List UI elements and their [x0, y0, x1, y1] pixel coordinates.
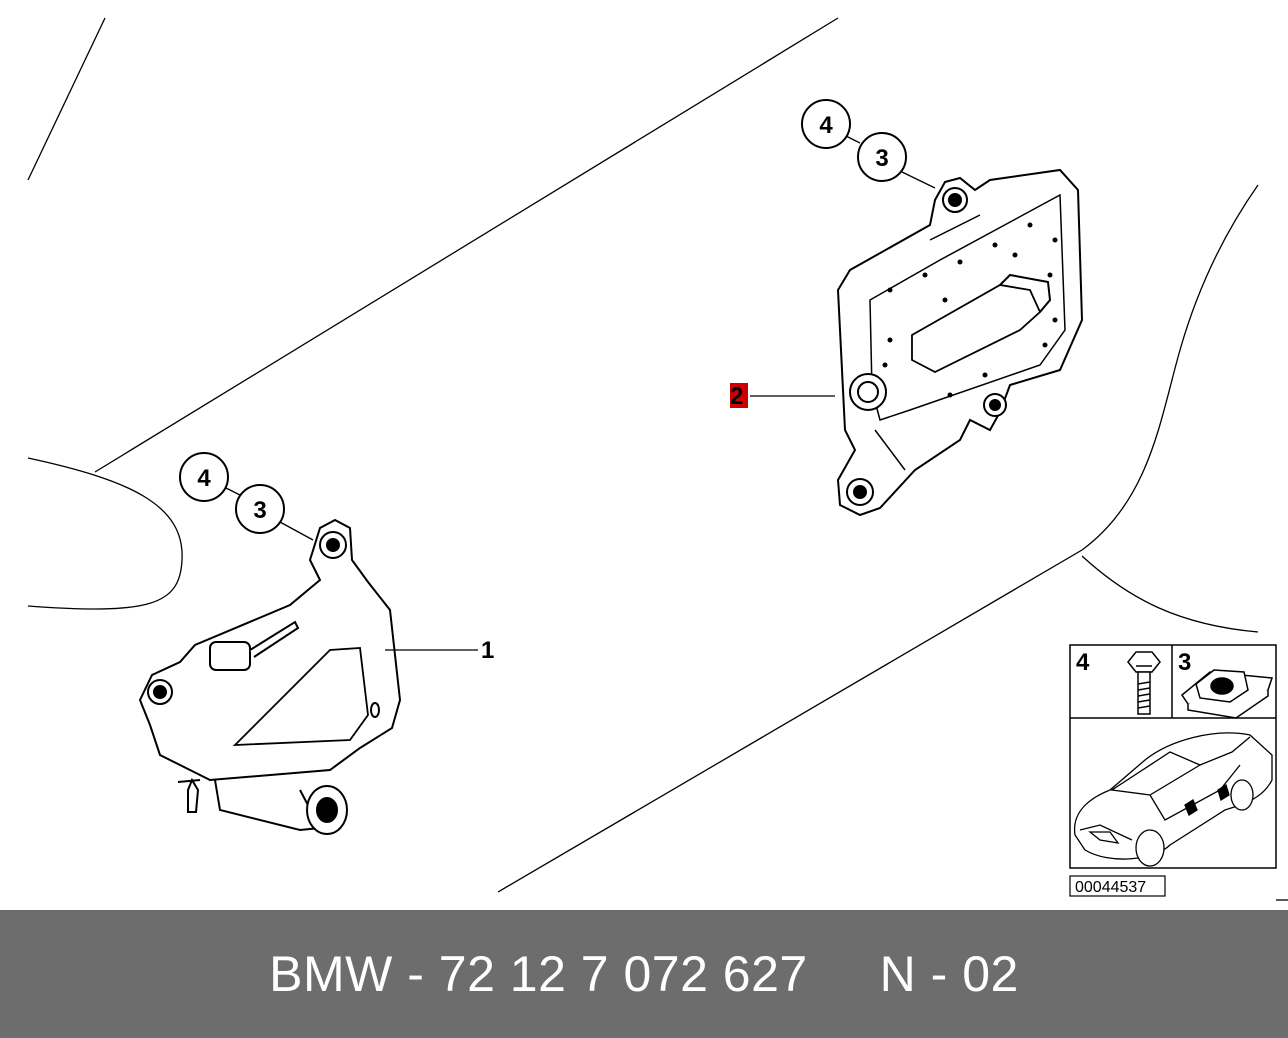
callout-upper-3: 3: [875, 145, 888, 172]
car-locator-icon: [1073, 732, 1273, 867]
callout-circle-upper-4: [801, 99, 851, 149]
label-part-2: 2: [730, 383, 743, 410]
callout-lower-4: 4: [197, 465, 211, 492]
part-1-sensor-bracket: [138, 518, 402, 835]
legend-box: 4 3: [1069, 644, 1277, 897]
callout-circle-lower-3: [235, 484, 285, 534]
label-part-1: 1: [481, 637, 494, 664]
reference-code: 00044537: [1075, 879, 1146, 896]
part-2-mounting-holes: [882, 222, 1058, 398]
legend-nut-number: 3: [1178, 649, 1191, 676]
diagram-canvas: 4 3 4 3 1 2 4 3: [27, 17, 1288, 901]
footer-bar: BMW - 72 12 7 072 627 N - 02: [0, 910, 1288, 1038]
callout-circle-lower-4: [179, 452, 229, 502]
callout-circles: [179, 99, 907, 534]
parts-diagram: 4 3 4 3 1 2 4 3: [27, 17, 1288, 901]
footer-part-number: BMW - 72 12 7 072 627 N - 02: [269, 946, 1019, 1002]
clip-nut-icon: [1180, 669, 1274, 719]
leader-lines: [221, 133, 936, 651]
label-part-2-highlight: [730, 383, 748, 408]
car-body-outline: [27, 17, 1288, 901]
callout-upper-4: 4: [819, 112, 833, 139]
callout-circle-upper-3: [857, 132, 907, 182]
callout-lower-3: 3: [253, 497, 266, 524]
legend-bolt-number: 4: [1076, 649, 1090, 676]
part-2-control-module: [836, 168, 1084, 517]
bolt-icon: [1127, 651, 1161, 715]
